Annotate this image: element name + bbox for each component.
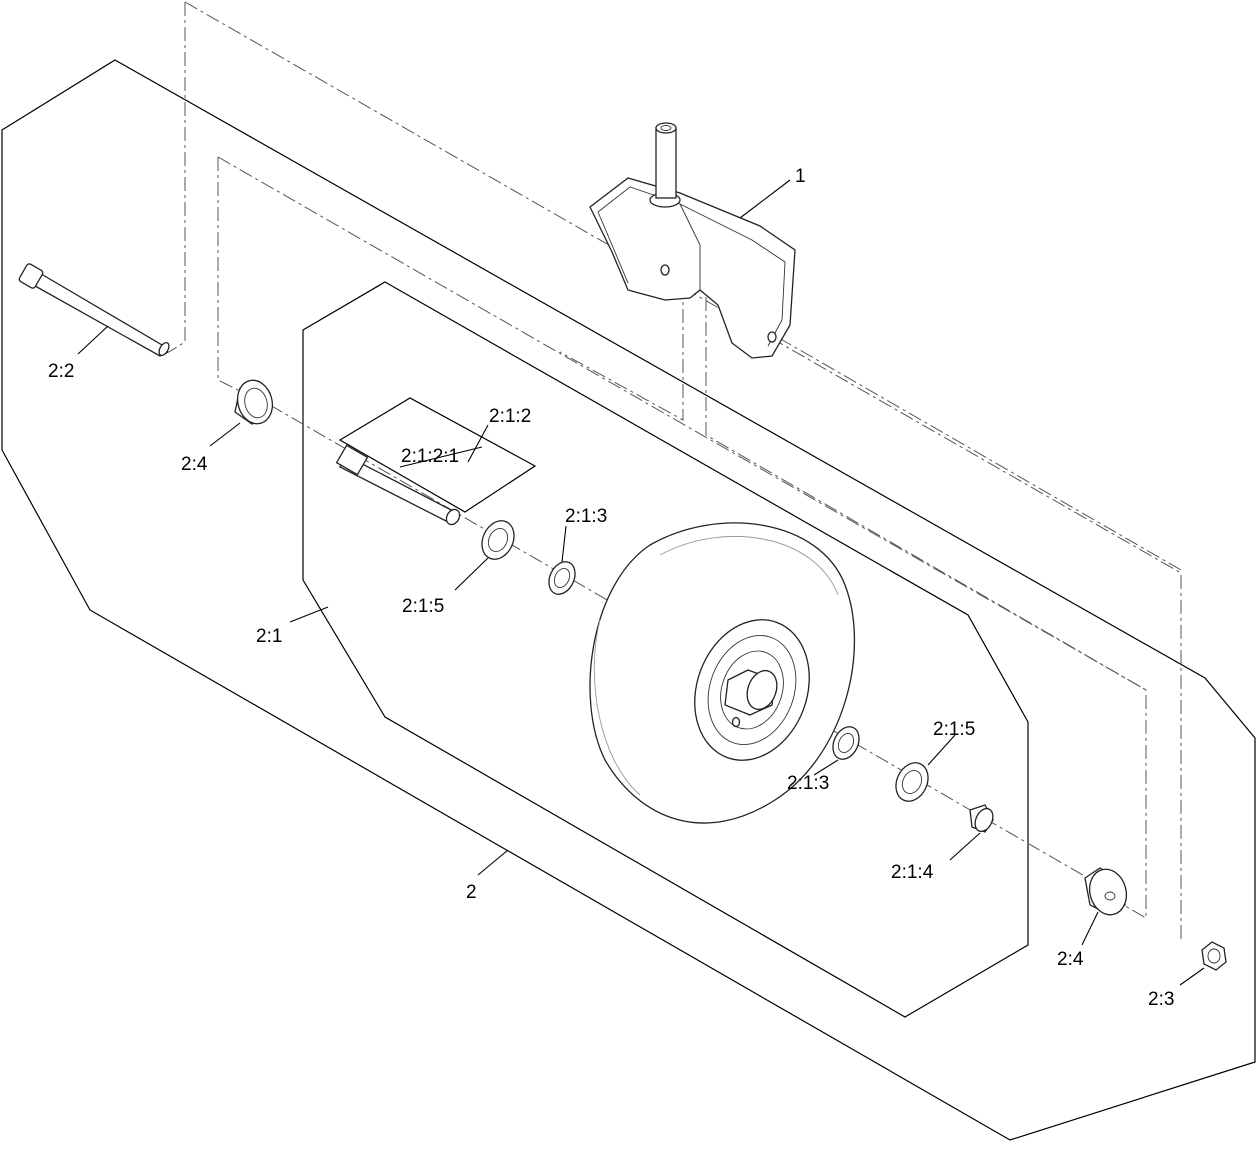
nut-part: [1201, 941, 1227, 971]
axle-bolt-part: [18, 263, 170, 357]
callout-2-1-5-left: 2:1:5: [402, 596, 444, 617]
seal-left-part: [481, 520, 515, 560]
callout-2-1-3-bottom: 2:1:3: [787, 773, 829, 794]
callout-2-1-3-top: 2:1:3: [565, 506, 607, 527]
spacer-left-part: [234, 379, 274, 425]
caster-fork-part: [589, 122, 796, 359]
callout-2-1-4: 2:1:4: [891, 862, 934, 883]
callout-2-3: 2:3: [1148, 989, 1174, 1010]
callout-2-4-left: 2:4: [181, 454, 208, 475]
callout-labels: 1 2:2 2:4 2:1:2 2:1:2:1 2:1:3 2:1:5 2:1 …: [48, 166, 1174, 1010]
callout-2-4-right: 2:4: [1057, 949, 1084, 970]
group-2-1-2-boundary: [338, 397, 537, 513]
callout-1: 1: [795, 166, 806, 187]
leader-lines: [77, 179, 1205, 986]
bearing-left-part: [548, 561, 576, 595]
callout-2: 2: [466, 882, 477, 903]
wheel-tire-part: [589, 522, 856, 824]
bearing-right-part: [832, 726, 860, 760]
axle-tube-part: [335, 444, 461, 526]
callout-2-1: 2:1: [256, 626, 282, 647]
bushing-part: [969, 804, 994, 833]
assembly-2-1-boundary: [302, 281, 1029, 1018]
callout-2-1-2: 2:1:2: [489, 406, 531, 427]
assembly-2-boundary: [1, 59, 1256, 1141]
callout-2-1-2-1: 2:1:2:1: [401, 446, 459, 467]
callout-2-2: 2:2: [48, 361, 74, 382]
spacer-right-part: [1084, 867, 1128, 916]
seal-right-part: [895, 762, 929, 802]
callout-2-1-5-right: 2:1:5: [933, 719, 975, 740]
